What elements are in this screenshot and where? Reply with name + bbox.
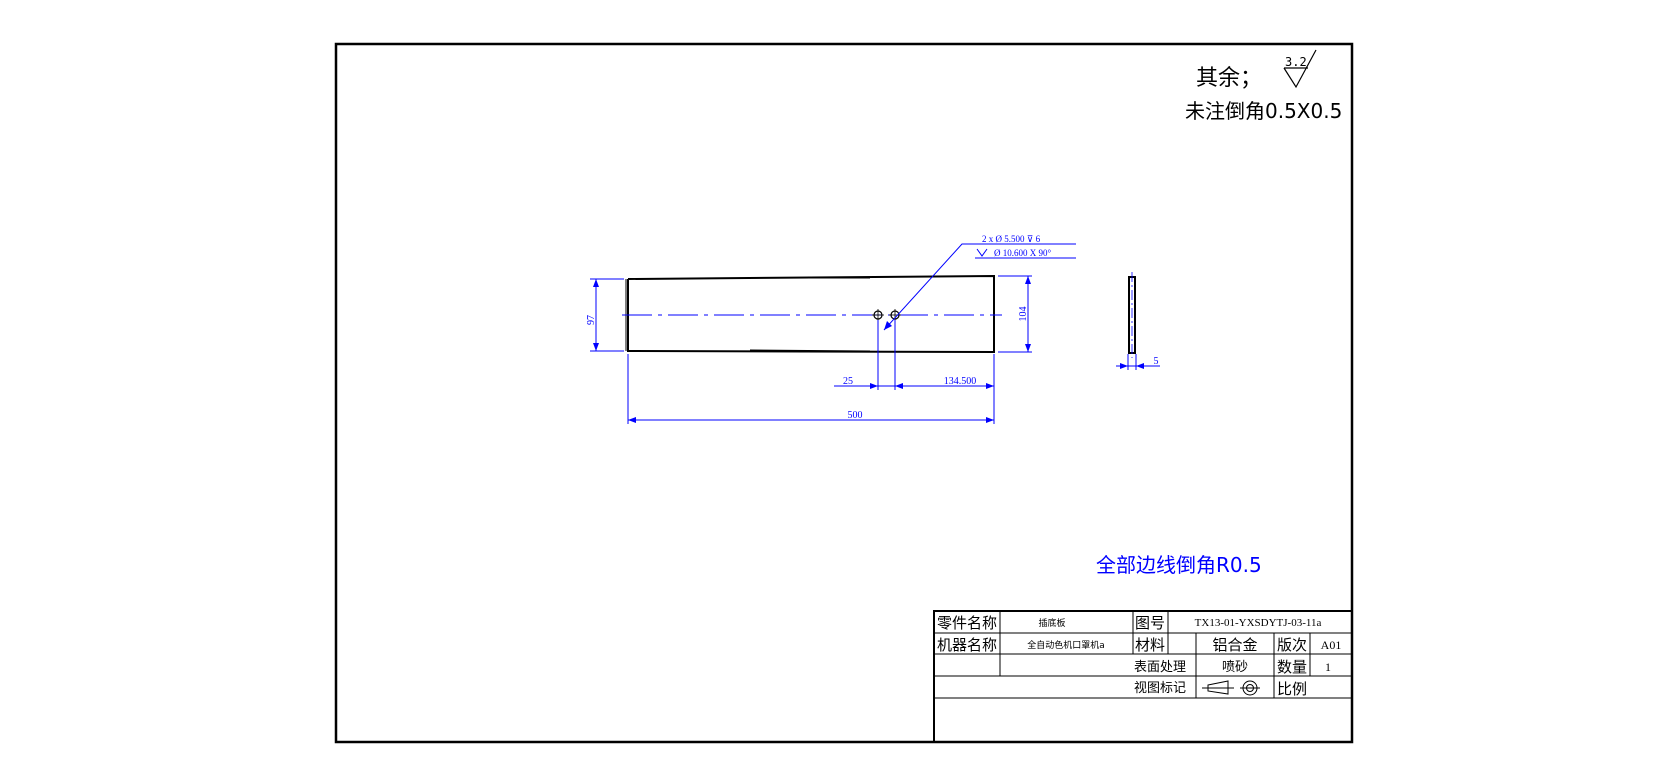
part-name-value: 插底板 — [1038, 617, 1065, 629]
quantity-value: 1 — [1325, 660, 1331, 674]
countersink-icon — [976, 248, 988, 257]
hole-callout-line1: 2 x Ø 5.500 ⊽ 6 — [982, 234, 1041, 244]
drawing-frame — [334, 42, 1354, 744]
edge-chamfer-note: 全部边线倒角R0.5 — [1096, 553, 1262, 577]
drawing-no-value: TX13-01-YXSDYTJ-03-11a — [1195, 617, 1322, 629]
dim-from-right: 134.500 — [944, 376, 977, 387]
dim-thickness: 5 — [1154, 356, 1159, 367]
machine-name-value: 全自动色机口罩机a — [1027, 639, 1105, 651]
material-value: 铝合金 — [1212, 636, 1257, 654]
part-side-view — [1128, 272, 1136, 358]
revision-value: A01 — [1321, 638, 1342, 652]
roughness-symbol: 3.2 — [1283, 49, 1317, 89]
chamfer-note: 未注倒角0.5X0.5 — [1185, 99, 1342, 123]
rest-label: 其余； — [1196, 66, 1262, 91]
roughness-value: 3.2 — [1285, 55, 1307, 69]
dim-offset-hole: 25 — [843, 376, 853, 387]
surface-label: 表面处理 — [1134, 660, 1186, 675]
drawing-no-label: 图号 — [1135, 614, 1165, 632]
part-name-label: 零件名称 — [937, 614, 997, 632]
dim-height-left: 97 — [586, 315, 597, 325]
dimensions — [590, 243, 1160, 424]
view-mark-label: 视图标记 — [1134, 681, 1186, 696]
title-block — [933, 610, 1353, 743]
quantity-label: 数量 — [1277, 658, 1307, 676]
dim-total-length: 500 — [848, 410, 863, 421]
machine-name-label: 机器名称 — [937, 636, 997, 654]
material-label: 材料 — [1135, 636, 1165, 654]
projection-symbol-icon — [1202, 680, 1260, 696]
part-front-view — [622, 274, 1002, 354]
surface-value: 喷砂 — [1222, 660, 1248, 675]
dimension-arrows — [593, 276, 1144, 423]
revision-label: 版次 — [1277, 636, 1307, 654]
dim-height-right: 104 — [1018, 307, 1029, 322]
hole-callout-line2: Ø 10.600 X 90° — [994, 248, 1051, 258]
scale-label: 比例 — [1277, 680, 1307, 698]
